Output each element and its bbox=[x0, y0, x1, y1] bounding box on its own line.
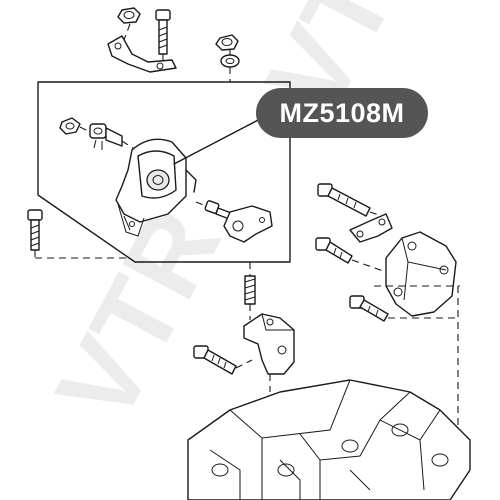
stud-nut bbox=[215, 34, 239, 51]
lower-bolt bbox=[193, 345, 237, 375]
callout-leader bbox=[173, 117, 263, 165]
stud-bolt bbox=[244, 275, 256, 305]
watermark-2: VTR bbox=[33, 189, 245, 441]
transmission-bracket bbox=[385, 231, 457, 317]
bushing-bolt bbox=[89, 123, 123, 150]
left-long-bolt bbox=[27, 209, 43, 251]
small-nut bbox=[59, 117, 81, 135]
right-long-bolt bbox=[317, 183, 371, 217]
assembly-box bbox=[37, 81, 291, 263]
top-nut bbox=[117, 7, 141, 24]
part-number-label: MZ5108M bbox=[279, 97, 405, 128]
engine-block bbox=[187, 379, 471, 500]
right-short-bolt bbox=[315, 237, 353, 264]
top-bolt bbox=[155, 9, 171, 55]
part-number-badge: MZ5108M bbox=[256, 88, 428, 138]
lower-bracket bbox=[243, 313, 295, 375]
watermark-text-2: VTR bbox=[33, 189, 245, 441]
upper-bracket bbox=[107, 35, 177, 73]
right-lower-bolt bbox=[349, 295, 389, 322]
through-bolt bbox=[204, 200, 273, 243]
small-bracket bbox=[349, 213, 393, 243]
engine-mount-insulator bbox=[115, 138, 197, 237]
washer bbox=[220, 54, 240, 68]
